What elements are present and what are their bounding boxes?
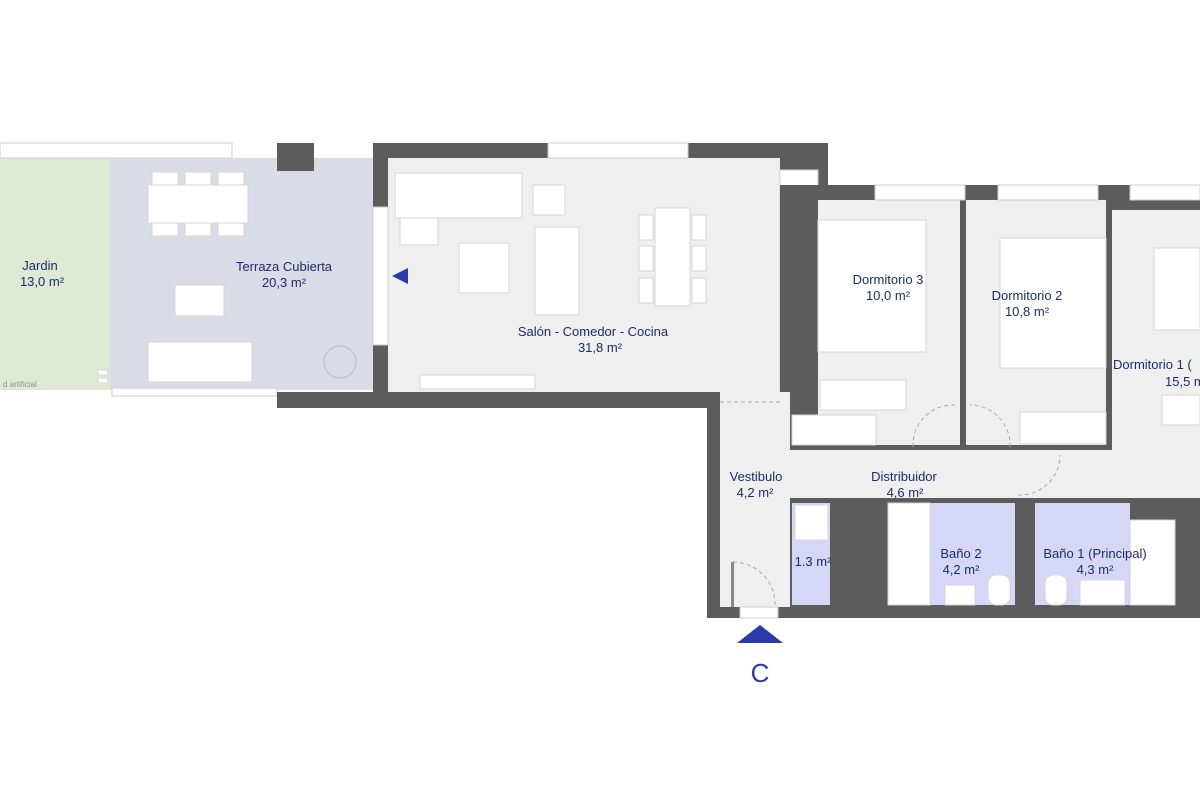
room-name: Jardin	[22, 258, 57, 273]
entry-door	[731, 562, 734, 607]
room-name: Vestibulo	[730, 469, 783, 484]
terrace-table	[147, 184, 249, 224]
wardrobe	[791, 414, 877, 446]
room-area: 4,2 m²	[943, 562, 981, 577]
dining-chairs	[638, 214, 707, 304]
shower	[794, 504, 829, 541]
room-area: 13,0 m²	[20, 274, 65, 289]
plant-icon	[323, 345, 357, 379]
armchair-sofa	[534, 226, 580, 316]
wardrobe	[819, 379, 907, 411]
living-top-window	[547, 142, 689, 159]
garden-step	[97, 377, 109, 384]
door-swing	[912, 404, 956, 448]
garden-step	[97, 369, 109, 376]
room-name: Salón - Comedor - Cocina	[518, 324, 669, 339]
garden-fence	[0, 142, 233, 159]
terrace-sofa	[147, 341, 253, 383]
column	[277, 143, 314, 171]
entry-threshold	[739, 606, 779, 619]
room-area: 4,6 m²	[887, 485, 925, 500]
room-area: 4,3 m²	[1077, 562, 1115, 577]
garden-note: d artificial	[3, 380, 37, 389]
room-area: 1.3 m²	[795, 554, 833, 569]
room-area: 10,8 m²	[1005, 304, 1050, 319]
room-area: 20,3 m²	[262, 275, 307, 290]
toilet	[987, 574, 1011, 606]
entry-door-swing	[732, 561, 776, 606]
entrance-label: C	[751, 658, 770, 688]
room-area: 31,8 m²	[578, 340, 623, 355]
terrace-rail	[111, 387, 278, 397]
view-marker-icon	[392, 268, 408, 284]
room-name: Distribuidor	[871, 469, 937, 484]
dining-table	[654, 207, 691, 307]
terrace-wall	[277, 392, 387, 408]
room-name: Terraza Cubierta	[236, 259, 333, 274]
window	[997, 184, 1099, 201]
sofa-chaise	[399, 217, 439, 246]
bed-1	[1153, 247, 1200, 331]
wardrobe	[1019, 411, 1107, 445]
sink	[944, 584, 976, 606]
sofa	[394, 172, 523, 219]
entrance-marker-icon	[737, 625, 783, 643]
room-name: Dormitorio 3	[853, 272, 924, 287]
side-table	[532, 184, 566, 216]
wardrobe	[1161, 394, 1200, 426]
bed-3	[817, 219, 927, 353]
room-name: Baño 2	[940, 546, 981, 561]
room-name: Dormitorio 1 (	[1113, 357, 1192, 372]
bath2-tub	[887, 502, 931, 606]
terrace-chairs	[151, 171, 245, 237]
room-area: 4,2 m²	[737, 485, 775, 500]
bath1-shower	[1129, 519, 1176, 606]
terrace-coffee-table	[174, 284, 225, 317]
living-window	[372, 206, 389, 346]
coffee-table	[458, 242, 510, 294]
distributor-floor	[790, 450, 1200, 498]
room-name: Dormitorio 2	[992, 288, 1063, 303]
bed-2	[999, 237, 1107, 369]
window	[874, 184, 966, 201]
garden-area	[0, 158, 110, 390]
room-area: 15,5 m	[1165, 374, 1200, 389]
window	[1129, 184, 1200, 201]
sink	[1079, 579, 1126, 606]
toilet	[1044, 574, 1068, 606]
room-area: 10,0 m²	[866, 288, 911, 303]
door-swing	[1017, 454, 1061, 496]
tv-unit	[419, 374, 536, 390]
room-name: Baño 1 (Principal)	[1043, 546, 1146, 561]
door-swing	[969, 404, 1011, 448]
